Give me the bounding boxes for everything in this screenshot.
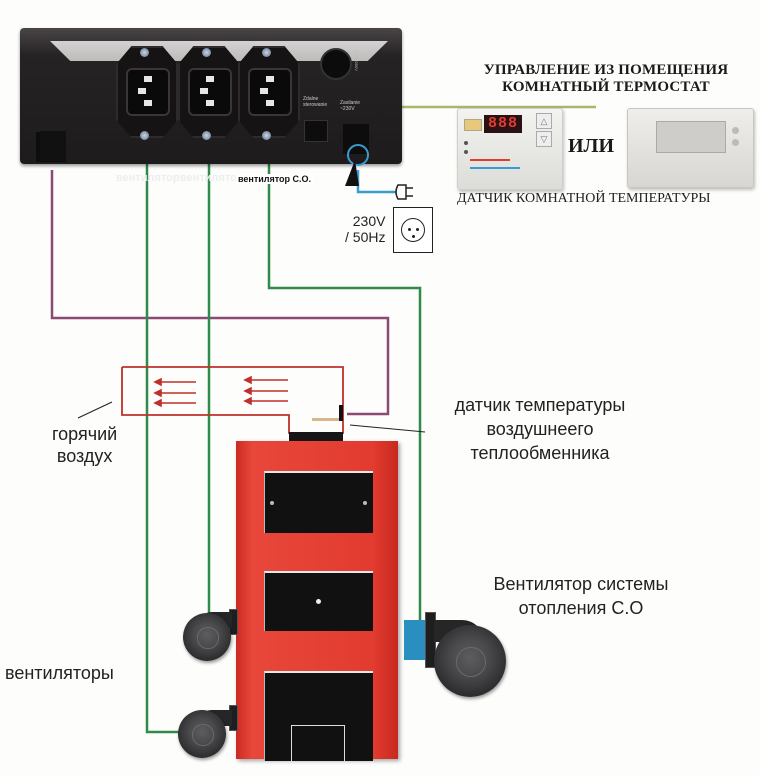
fan-wire-1 — [145, 100, 182, 734]
indicator-strip-red — [470, 159, 510, 161]
fuse-label: 3.15A/250V — [354, 50, 359, 71]
hot-air-line-2: воздух — [56, 446, 113, 466]
power-spec: 230V / 50Hz — [345, 213, 385, 245]
co-fan-socket[interactable] — [238, 46, 300, 138]
indicator-strip-blue — [470, 167, 520, 169]
thermostat-port-label: Zdalne sterowanie — [303, 96, 328, 108]
socket-pin — [200, 88, 208, 94]
socket-pin — [206, 100, 214, 106]
room-control-title: УПРАВЛЕНИЕ ИЗ ПОМЕЩЕНИЯ КОМНАТНЫЙ ТЕРМОС… — [466, 62, 746, 96]
wall-outlet-icon — [393, 207, 433, 253]
down-button-icon[interactable]: ▽ — [536, 131, 552, 147]
door-bolt — [363, 501, 367, 505]
socket-pin — [206, 76, 214, 82]
screw-icon — [262, 131, 271, 140]
socket-pin — [266, 76, 274, 82]
exchanger-sensor-line-3: теплообменника — [470, 443, 610, 463]
fan-2[interactable] — [178, 710, 226, 758]
socket-pin — [144, 100, 152, 106]
controller-foot-right — [345, 160, 359, 186]
outlet-hole — [416, 228, 419, 231]
controller-unit: 3.15A/250V Zdalne sterowanie Zasilanie ~… — [20, 28, 402, 184]
co-fan-socket-label: вентилятор С.О. — [236, 174, 314, 184]
socket-pin — [144, 76, 152, 82]
boiler — [236, 441, 398, 762]
power-plug-icon — [395, 184, 413, 200]
exchanger-sensor-line-2: воздушнеего — [486, 419, 594, 439]
room-sensor-caption: ДАТЧИК КОМНАТНОЙ ТЕМПЕРАТУРЫ — [457, 191, 711, 206]
screw-icon — [140, 48, 149, 57]
fan-socket-1-label: вентилятор — [116, 172, 180, 184]
thermostat-button[interactable] — [732, 127, 739, 134]
screw-icon — [202, 131, 211, 140]
fan-wire-co — [267, 100, 422, 620]
fuse-holder[interactable] — [320, 48, 352, 80]
indicator-led — [464, 141, 468, 145]
socket-pin — [138, 88, 146, 94]
or-label: ИЛИ — [568, 135, 615, 157]
screw-icon — [140, 131, 149, 140]
hot-air-label: горячий воздух — [52, 423, 117, 467]
ash-pit-grate — [291, 725, 345, 762]
hot-air-line-1: горячий — [52, 424, 118, 444]
screw-icon — [202, 48, 211, 57]
frequency-label: / 50Hz — [345, 229, 386, 245]
boiler-middle-door[interactable] — [264, 571, 373, 631]
socket-pin — [266, 100, 274, 106]
exchanger-sensor-head — [339, 405, 343, 421]
title-line-1: УПРАВЛЕНИЕ ИЗ ПОМЕЩЕНИЯ — [483, 62, 729, 78]
controller-foot-left — [40, 131, 66, 161]
power-wire — [356, 170, 398, 194]
door-bolt — [270, 501, 274, 505]
voltage-label: 230V — [352, 213, 386, 229]
outlet-hole — [412, 235, 415, 238]
boiler-upper-door[interactable] — [264, 471, 373, 533]
co-fan-duct — [404, 620, 428, 660]
hot-air-duct — [121, 366, 344, 434]
thermostat-button[interactable] — [732, 139, 739, 146]
exchanger-sensor-probe — [312, 418, 340, 421]
thermostat-display: 888 — [484, 115, 522, 133]
co-fan-line-1: Вентилятор системы — [493, 574, 669, 594]
fan-socket-2-label: вентилятор — [180, 172, 244, 184]
sensor-wire — [50, 170, 390, 416]
up-button-icon[interactable]: △ — [536, 113, 552, 129]
power-port-label: Zasilanie ~230V — [340, 100, 361, 112]
room-thermostat-programmable[interactable] — [627, 108, 754, 188]
door-handle — [316, 599, 321, 604]
indicator-led — [464, 150, 468, 154]
co-fan[interactable] — [434, 625, 506, 697]
fan-socket-2[interactable] — [178, 46, 240, 138]
thermostat-port[interactable] — [304, 120, 328, 142]
screw-icon — [262, 48, 271, 57]
thermostat-screen — [656, 121, 726, 153]
fan-socket-1[interactable] — [116, 46, 178, 138]
outlet-face — [401, 218, 425, 242]
title-line-2: КОМНАТНЫЙ ТЕРМОСТАТ — [502, 79, 710, 95]
air-flow-arrows — [153, 375, 288, 408]
room-thermostat-digital[interactable]: 888 △ ▽ — [457, 108, 563, 190]
outlet-hole — [408, 228, 411, 231]
hot-air-leader — [77, 401, 113, 419]
exchanger-sensor-label: датчик температуры воздушнеего теплообме… — [425, 393, 655, 465]
exchanger-sensor-line-1: датчик температуры — [454, 395, 626, 415]
socket-pin — [260, 88, 268, 94]
fan-1[interactable] — [183, 613, 231, 661]
sensor-leader — [349, 424, 426, 433]
thermostat-logo — [464, 119, 482, 131]
boiler-lower-door[interactable] — [264, 671, 373, 762]
fans-label: вентиляторы — [5, 663, 114, 683]
co-fan-line-2: отопления С.О — [518, 598, 644, 618]
co-fan-label: Вентилятор системы отопления С.О — [466, 572, 696, 620]
